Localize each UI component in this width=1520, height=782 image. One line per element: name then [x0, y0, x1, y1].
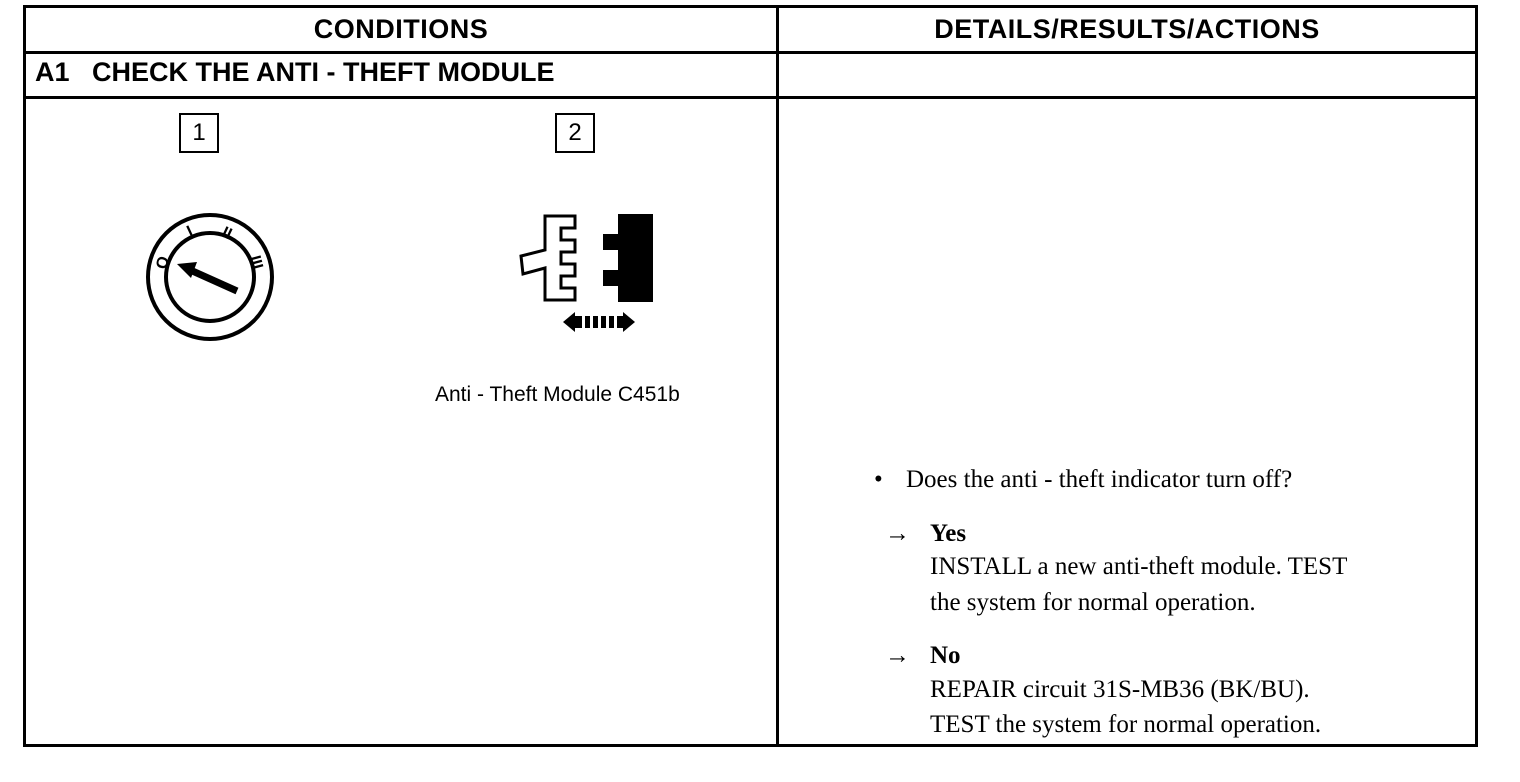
table-border — [23, 5, 1478, 747]
connector-icon — [519, 214, 653, 332]
yes-action-line2: the system for normal operation. — [930, 589, 1256, 616]
yes-arrow-icon: → — [885, 520, 910, 547]
no-label: No — [930, 642, 961, 669]
step-title: CHECK THE ANTI - THEFT MODULE — [92, 57, 555, 87]
header-divider — [23, 51, 1478, 54]
ignition-label-off: O — [153, 255, 173, 271]
yes-label: Yes — [930, 520, 967, 547]
step-divider — [23, 96, 1478, 99]
step-2-box: 2 — [555, 113, 595, 153]
no-action-line2: TEST the system for normal operation. — [930, 711, 1322, 738]
question-bullet: • — [874, 466, 883, 493]
step-id: A1 — [35, 57, 70, 87]
ignition-label-1: I — [184, 223, 195, 240]
step-1-box: 1 — [179, 113, 219, 153]
yes-action-line1: INSTALL a new anti-theft module. TEST — [930, 553, 1348, 580]
no-arrow-icon: → — [885, 642, 910, 669]
no-action-line1: REPAIR circuit 31S-MB36 (BK/BU). — [930, 676, 1310, 703]
ignition-switch-icon: O I II III — [146, 213, 274, 341]
question-text: Does the anti - theft indicator turn off… — [906, 466, 1293, 493]
ignition-label-3: III — [246, 254, 266, 271]
column-divider — [776, 5, 779, 747]
step-heading: A1 CHECK THE ANTI - THEFT MODULE — [35, 57, 555, 88]
connector-caption: Anti - Theft Module C451b — [435, 383, 680, 406]
details-header: DETAILS/RESULTS/ACTIONS — [934, 14, 1320, 44]
conditions-header: CONDITIONS — [313, 14, 489, 44]
